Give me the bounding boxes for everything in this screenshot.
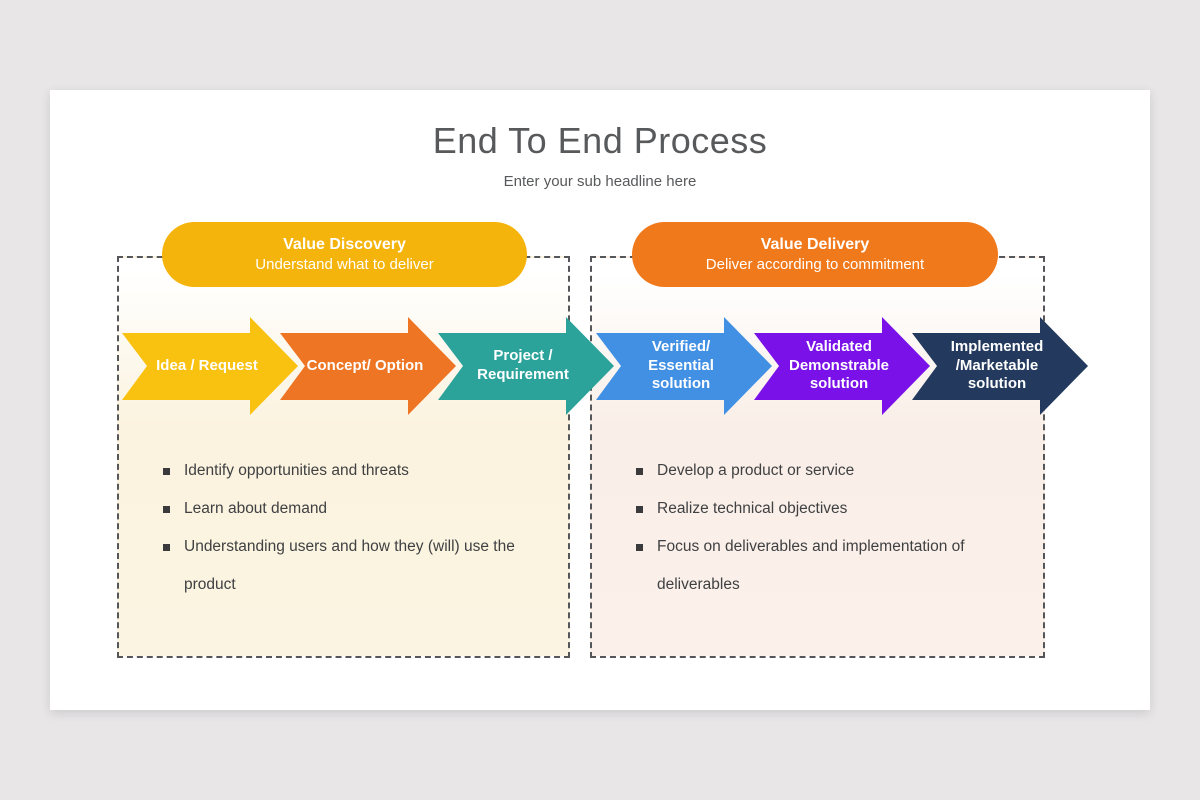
value-discovery-pill: Value Discovery Understand what to deliv… [162,222,527,287]
value-discovery-panel [117,256,570,658]
list-item: Realize technical objectives [635,490,991,528]
value-delivery-panel [590,256,1045,658]
list-item: Learn about demand [162,490,518,528]
page-subtitle: Enter your sub headline here [503,173,697,190]
value-discovery-bullet-list: Identify opportunities and threats Learn… [162,452,518,604]
step-arrow-shape [596,317,772,415]
phase-tagline: Understand what to deliver [255,256,434,274]
step-arrow-shape [280,317,456,415]
page-title: End To End Process [432,120,768,161]
list-item: Understanding users and how they (will) … [162,528,518,604]
step-arrow-shape [438,317,614,415]
step-arrow-shape [912,317,1088,415]
slide-canvas: End To End Process Enter your sub headli… [50,90,1150,710]
step-arrow-shape [122,317,298,415]
list-item: Develop a product or service [635,452,991,490]
phase-tagline: Deliver according to commitment [705,256,925,274]
phase-name: Value Discovery [283,235,406,253]
value-delivery-bullet-list: Develop a product or service Realize tec… [635,452,991,604]
process-arrow-band [122,317,1088,415]
list-item: Focus on deliverables and implementation… [635,528,991,604]
list-item: Identify opportunities and threats [162,452,518,490]
phase-name: Value Delivery [760,235,870,253]
step-arrow-shape [754,317,930,415]
value-delivery-pill: Value Delivery Deliver according to comm… [632,222,998,287]
